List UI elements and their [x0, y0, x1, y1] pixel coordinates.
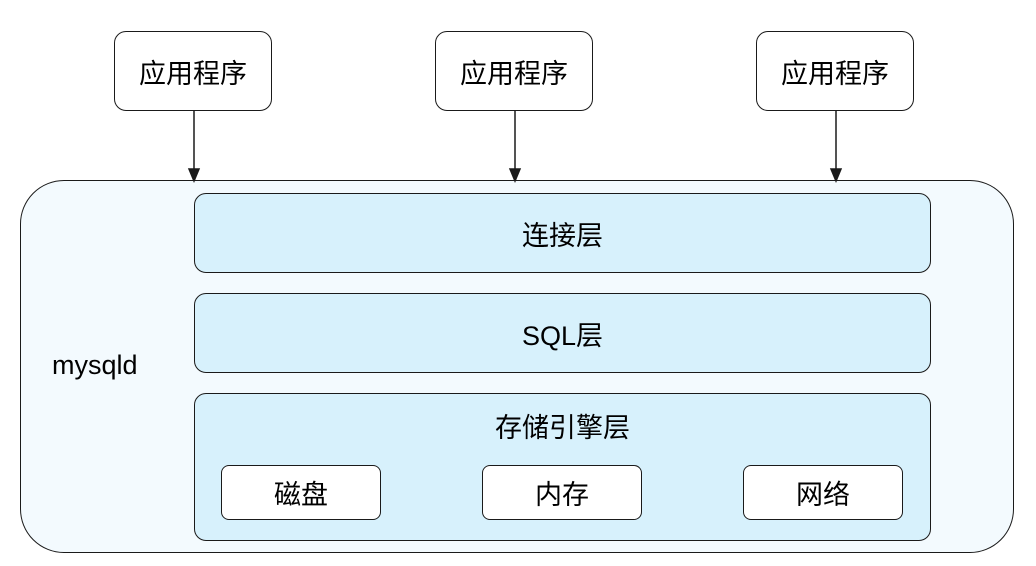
- connection-layer: 连接层: [194, 193, 931, 273]
- storage-engine-layer-label: 存储引擎层: [495, 413, 630, 444]
- storage-component-network: 网络: [743, 465, 903, 520]
- application-label: 应用程序: [139, 58, 247, 90]
- storage-component-label: 网络: [796, 480, 850, 511]
- sql-layer: SQL层: [194, 293, 931, 373]
- arrow-head: [829, 168, 843, 183]
- arrow-head: [187, 168, 201, 183]
- storage-component-memory: 内存: [482, 465, 642, 520]
- storage-component-label: 内存: [535, 480, 589, 511]
- application-label: 应用程序: [781, 58, 889, 90]
- sql-layer-label: SQL层: [521, 320, 604, 351]
- arrow-head: [508, 168, 522, 183]
- connection-layer-label: 连接层: [522, 220, 603, 252]
- application-box: 应用程序: [114, 31, 272, 111]
- application-box: 应用程序: [756, 31, 914, 111]
- storage-component-disk: 磁盘: [221, 465, 381, 520]
- application-box: 应用程序: [435, 31, 593, 111]
- application-label: 应用程序: [460, 58, 568, 90]
- mysqld-label: mysqld: [52, 350, 138, 380]
- storage-component-label: 磁盘: [274, 480, 328, 511]
